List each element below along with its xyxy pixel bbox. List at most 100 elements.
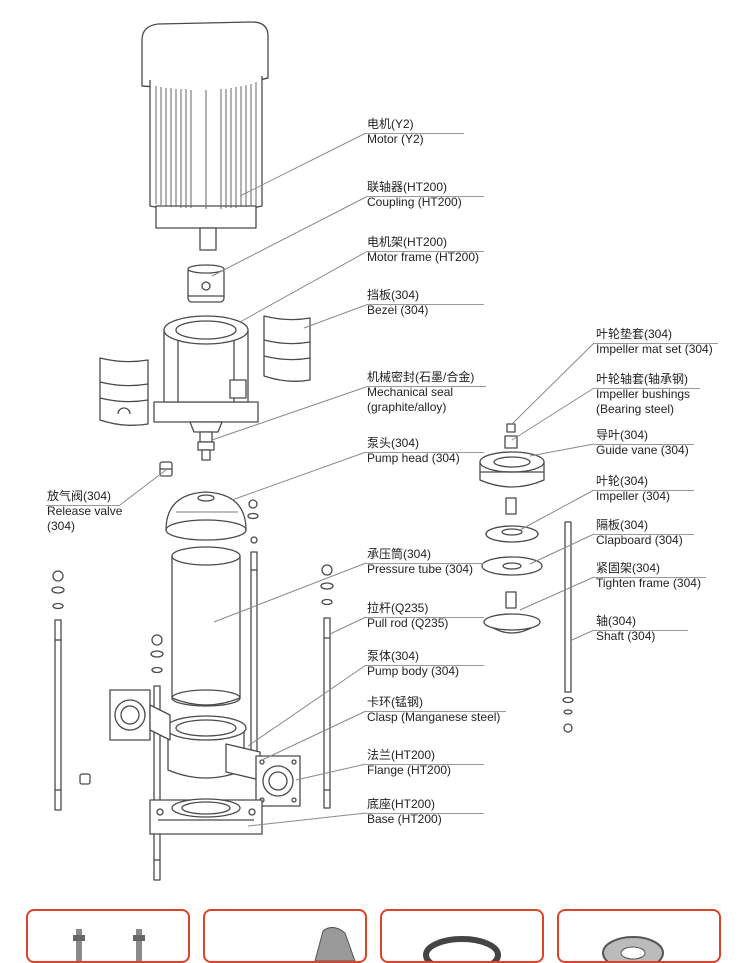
base-part bbox=[149, 798, 263, 835]
label-pressure-tube-en: Pressure tube (304) bbox=[367, 562, 474, 576]
label-shaft: 轴(304) Shaft (304) bbox=[596, 614, 655, 644]
pull-rod-left bbox=[51, 570, 65, 811]
label-base-en: Base (HT200) bbox=[367, 812, 442, 826]
label-release-valve-en1: Release valve bbox=[47, 504, 123, 518]
underline bbox=[366, 563, 484, 564]
pull-rod-center-front bbox=[150, 634, 164, 881]
impeller-part bbox=[485, 525, 539, 543]
bezel-left bbox=[99, 357, 149, 426]
underline bbox=[366, 251, 484, 252]
thumbnail-bolts[interactable] bbox=[26, 909, 190, 963]
label-clasp-en: Clasp (Manganese steel) bbox=[367, 710, 501, 724]
thumbnail-ring[interactable] bbox=[380, 909, 544, 963]
underline bbox=[594, 343, 718, 344]
label-pump-body-cn: 泵体(304) bbox=[367, 649, 420, 663]
flange-part bbox=[255, 755, 301, 807]
underline bbox=[594, 534, 694, 535]
label-clapboard-en: Clapboard (304) bbox=[596, 533, 683, 547]
label-release-valve: 放气阀(304) Release valve (304) bbox=[47, 489, 122, 534]
coupling-part bbox=[187, 264, 225, 303]
pull-rod-right bbox=[320, 564, 334, 809]
underline bbox=[366, 665, 484, 666]
underline bbox=[46, 505, 120, 506]
pump-head-part bbox=[165, 491, 247, 541]
clapboard-part bbox=[481, 556, 543, 576]
label-coupling-cn: 联轴器(HT200) bbox=[367, 180, 448, 194]
underline bbox=[366, 196, 484, 197]
label-shaft-en: Shaft (304) bbox=[596, 629, 656, 643]
bearing-icon bbox=[602, 936, 664, 961]
pump-body-part bbox=[109, 689, 261, 781]
underline bbox=[366, 711, 506, 712]
bolts-icon bbox=[73, 929, 145, 961]
label-impeller-bush-en2: (Bearing steel) bbox=[596, 402, 675, 416]
thumbnail-valve[interactable] bbox=[203, 909, 367, 963]
label-impeller-en: Impeller (304) bbox=[596, 489, 671, 503]
pull-rod-center-back bbox=[250, 551, 258, 753]
underline bbox=[366, 304, 484, 305]
label-impeller-mat-cn: 叶轮垫套(304) bbox=[596, 327, 673, 341]
label-impeller-bush-cn: 叶轮轴套(轴承钢) bbox=[596, 372, 688, 386]
label-mechanical-seal: 机械密封(石墨/合金) Mechanical seal (graphite/al… bbox=[367, 370, 474, 415]
underline bbox=[594, 577, 706, 578]
ring-icon bbox=[423, 936, 501, 961]
thumbnail-bearing[interactable] bbox=[557, 909, 721, 963]
impeller-mat-set-part bbox=[506, 423, 516, 433]
label-motor-frame-cn: 电机架(HT200) bbox=[367, 235, 448, 249]
label-impeller: 叶轮(304) Impeller (304) bbox=[596, 474, 670, 504]
label-motor-en: Motor (Y2) bbox=[367, 132, 424, 146]
label-bezel: 挡板(304) Bezel (304) bbox=[367, 288, 428, 318]
label-shaft-cn: 轴(304) bbox=[596, 614, 637, 628]
label-motor-cn: 电机(Y2) bbox=[367, 117, 414, 131]
label-guide-vane-en: Guide vane (304) bbox=[596, 443, 689, 457]
nut-washer-set bbox=[247, 499, 259, 544]
label-flange-cn: 法兰(HT200) bbox=[367, 748, 436, 762]
underline bbox=[366, 133, 464, 134]
label-flange: 法兰(HT200) Flange (HT200) bbox=[367, 748, 451, 778]
label-pump-body-en: Pump body (304) bbox=[367, 664, 460, 678]
label-impeller-bushings: 叶轮轴套(轴承钢) Impeller bushings (Bearing ste… bbox=[596, 372, 690, 417]
label-flange-en: Flange (HT200) bbox=[367, 763, 452, 777]
label-coupling: 联轴器(HT200) Coupling (HT200) bbox=[367, 180, 462, 210]
label-base: 底座(HT200) Base (HT200) bbox=[367, 797, 442, 827]
drain-plug-part bbox=[79, 773, 91, 785]
label-mech-seal-en2: (graphite/alloy) bbox=[367, 400, 447, 414]
label-release-valve-en2: (304) bbox=[47, 519, 76, 533]
shaft-sleeve-part bbox=[505, 591, 517, 609]
underline bbox=[366, 764, 484, 765]
underline bbox=[366, 813, 484, 814]
label-tighten-frame-en: Tighten frame (304) bbox=[596, 576, 701, 590]
underline bbox=[366, 617, 484, 618]
label-tighten-frame-cn: 紧固架(304) bbox=[596, 561, 661, 575]
label-clapboard-cn: 隔板(304) bbox=[596, 518, 649, 532]
label-guide-vane-cn: 导叶(304) bbox=[596, 428, 649, 442]
underline bbox=[594, 444, 694, 445]
label-clasp-cn: 卡环(锰钢) bbox=[367, 695, 423, 709]
label-clasp: 卡环(锰钢) Clasp (Manganese steel) bbox=[367, 695, 500, 725]
label-pull-rod-cn: 拉杆(Q235) bbox=[367, 601, 429, 615]
label-base-cn: 底座(HT200) bbox=[367, 797, 436, 811]
label-pressure-tube: 承压筒(304) Pressure tube (304) bbox=[367, 547, 473, 577]
release-valve-part bbox=[159, 461, 173, 477]
underline bbox=[366, 452, 484, 453]
label-pump-head-cn: 泵头(304) bbox=[367, 436, 420, 450]
label-pressure-tube-cn: 承压筒(304) bbox=[367, 547, 432, 561]
pressure-tube-part bbox=[171, 546, 241, 707]
tighten-frame-part bbox=[483, 613, 541, 634]
label-mech-seal-cn: 机械密封(石墨/合金) bbox=[367, 370, 475, 384]
label-impeller-mat-en: Impeller mat set (304) bbox=[596, 342, 713, 356]
label-bezel-en: Bezel (304) bbox=[367, 303, 429, 317]
impeller-spacer-part bbox=[505, 497, 517, 515]
label-pull-rod-en: Pull rod (Q235) bbox=[367, 616, 449, 630]
guide-vane-part bbox=[479, 451, 545, 488]
motor-frame-part bbox=[153, 315, 259, 433]
label-motor-frame: 电机架(HT200) Motor frame (HT200) bbox=[367, 235, 479, 265]
label-release-valve-cn: 放气阀(304) bbox=[47, 489, 112, 503]
bezel-right bbox=[263, 315, 311, 382]
mechanical-seal-part bbox=[197, 431, 215, 461]
label-pump-body: 泵体(304) Pump body (304) bbox=[367, 649, 459, 679]
label-impeller-cn: 叶轮(304) bbox=[596, 474, 649, 488]
label-mech-seal-en1: Mechanical seal bbox=[367, 385, 454, 399]
label-impeller-bush-en1: Impeller bushings bbox=[596, 387, 691, 401]
